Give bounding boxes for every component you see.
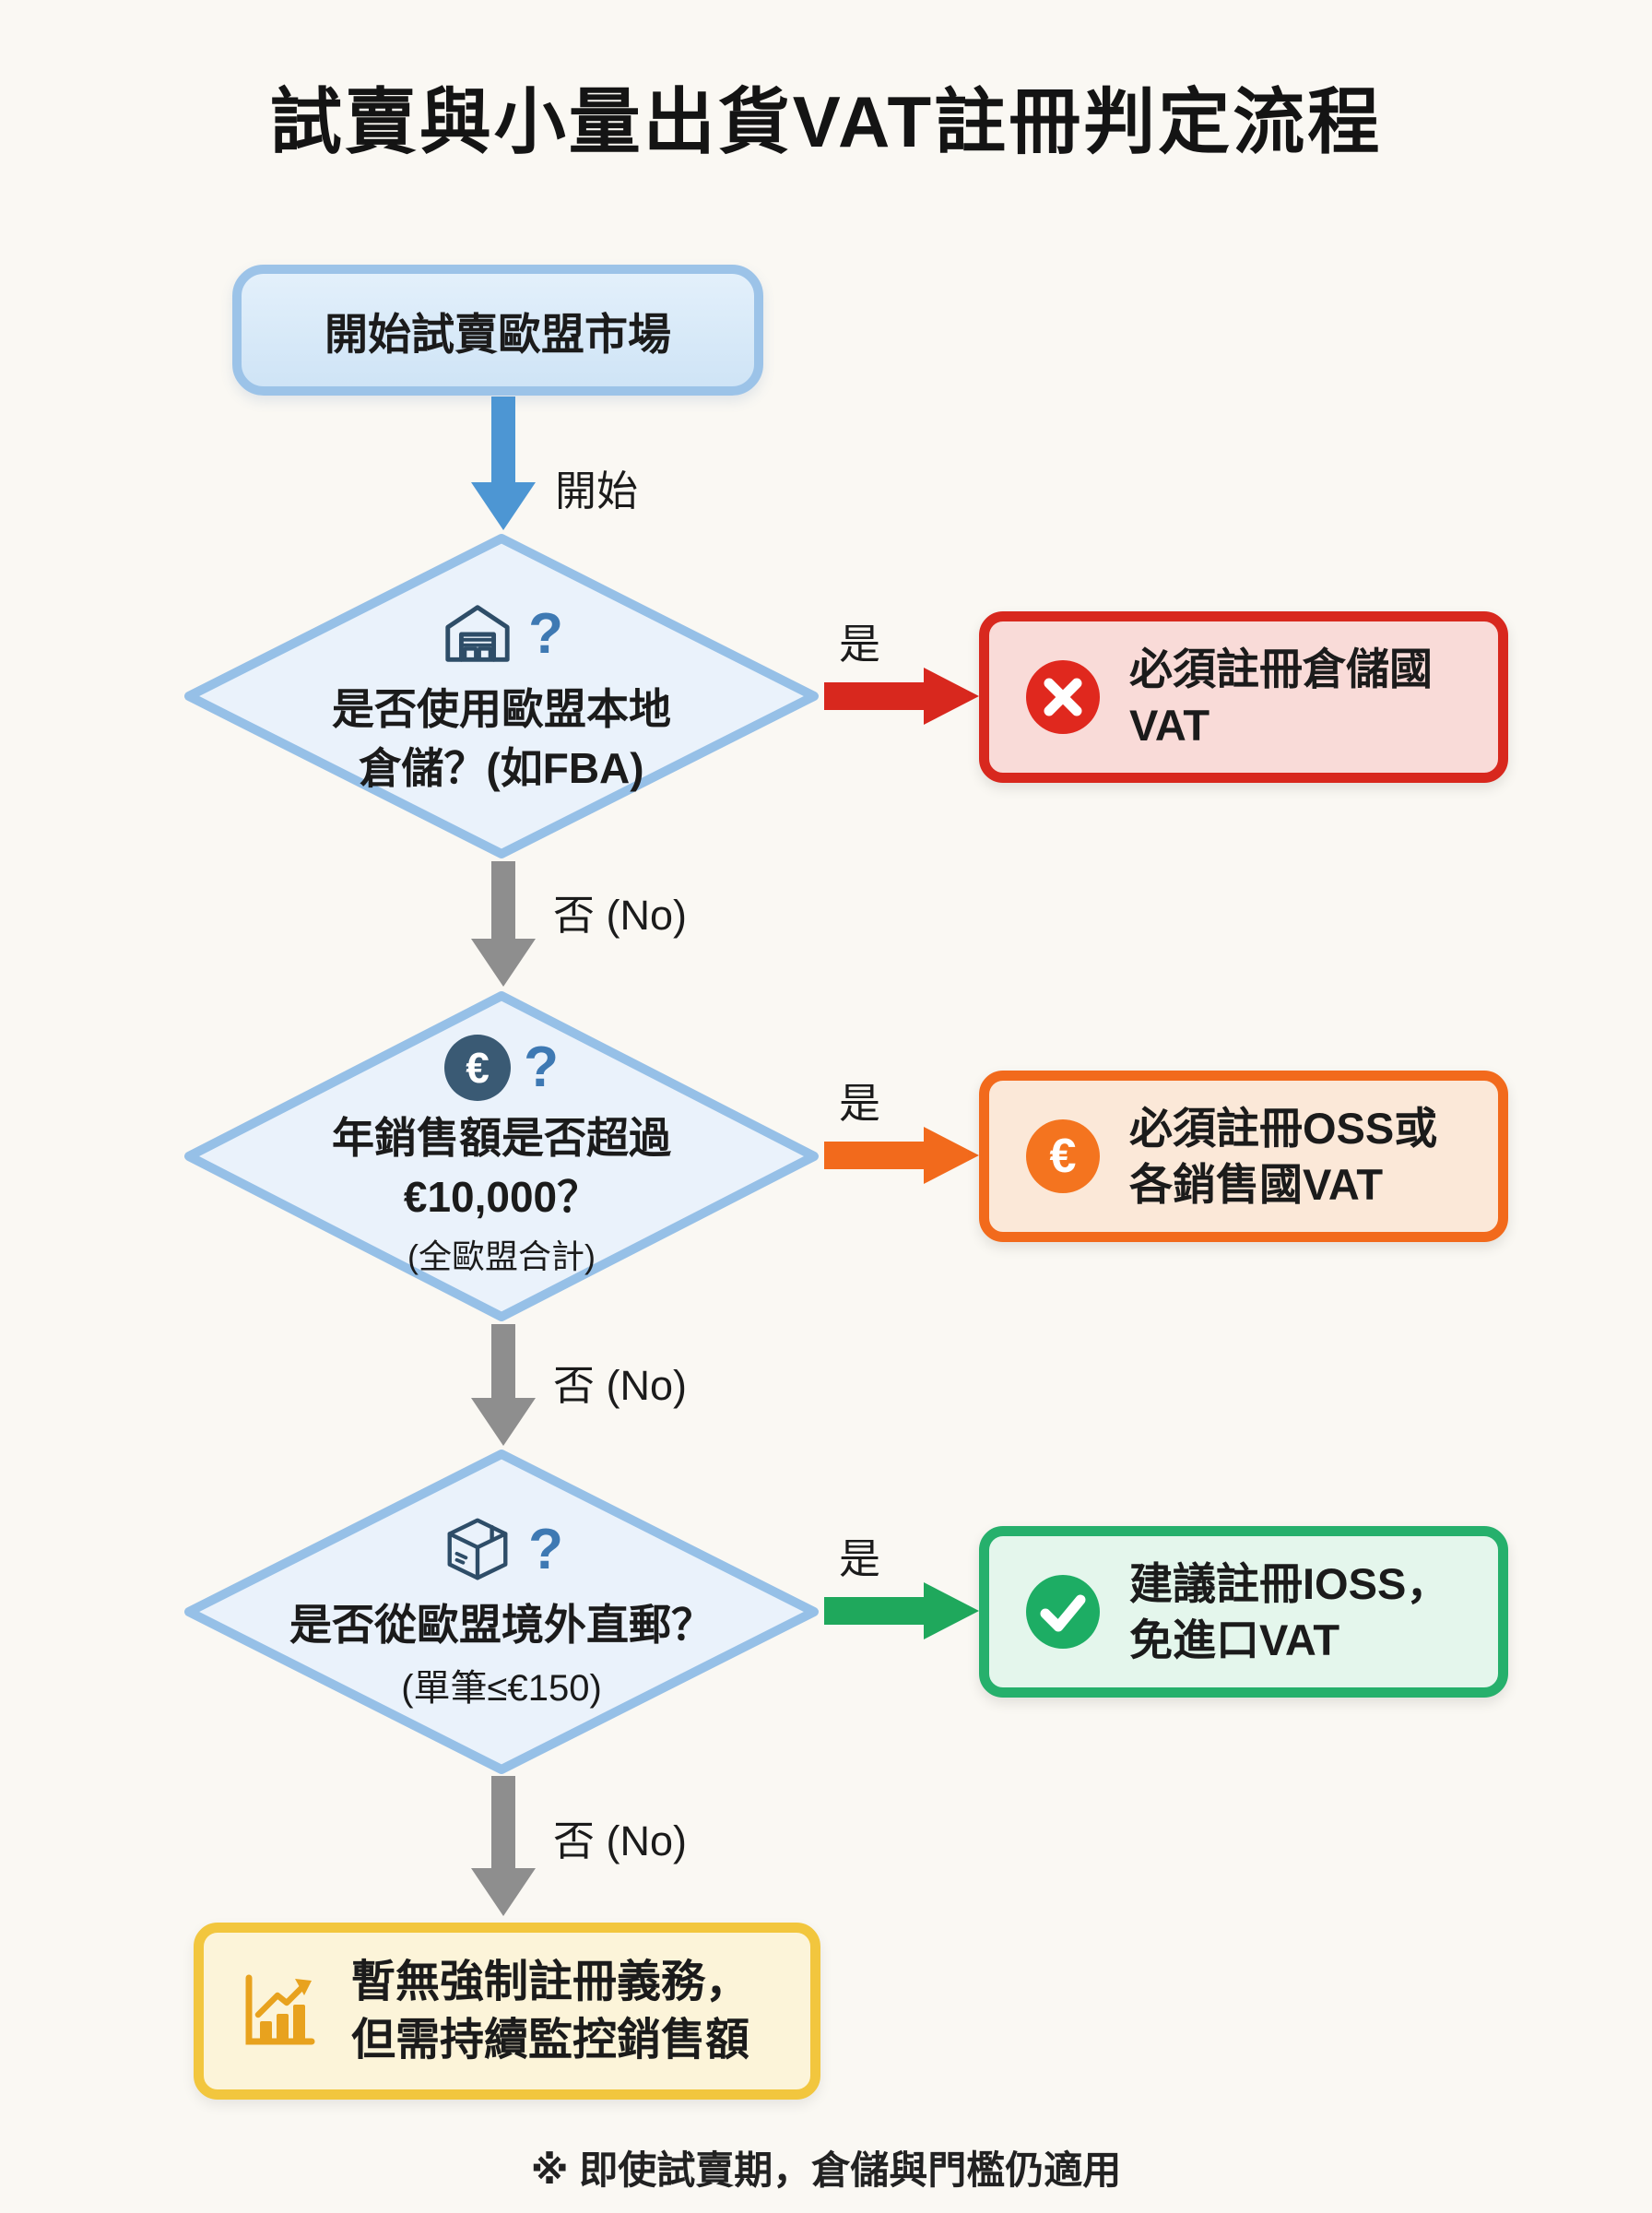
euro-circle-icon: € <box>1026 1119 1100 1193</box>
final-text: 暫無強制註冊義務， 但需持續監控銷售額 <box>351 1953 749 2070</box>
arrow-right-yes-1 <box>824 668 979 725</box>
yes-label-3: 是 <box>839 1535 881 1582</box>
arrow-down-no-3 <box>471 1776 536 1916</box>
arrow-down-no-2 <box>471 1324 536 1446</box>
result1-line2: VAT <box>1129 701 1210 750</box>
decision-sales-threshold: € ? 年銷售額是否超過 €10,000？ (全歐盟合計) <box>183 989 820 1323</box>
decision-warehouse: ? 是否使用歐盟本地 倉儲？(如FBA) <box>183 532 820 860</box>
result3-line2: 免進口VAT <box>1129 1615 1340 1664</box>
diamond-shape <box>184 991 819 1321</box>
result-ioss: 建議註冊IOSS， 免進口VAT <box>979 1526 1508 1698</box>
result-oss-vat: € 必須註冊OSS或 各銷售國VAT <box>979 1071 1508 1242</box>
decision3-line2: (單筆≤€150) <box>401 1667 602 1709</box>
arrow-label-start: 開始 <box>555 467 639 515</box>
page-title: 試賣與小量出貨VAT註冊判定流程 <box>269 81 1383 162</box>
check-circle-icon <box>1026 1575 1100 1649</box>
final-line1: 暫無強制註冊義務， <box>351 1957 750 2006</box>
result2-line2: 各銷售國VAT <box>1129 1160 1384 1209</box>
final-line2: 但需持續監控銷售額 <box>351 2016 750 2065</box>
diamond-shape <box>184 534 819 858</box>
footnote: ※ 即使試賣期，倉儲與門檻仍適用 <box>530 2148 1122 2192</box>
decision3-line1: 是否從歐盟境外直郵？ <box>289 1601 714 1650</box>
warehouse-icon <box>445 605 510 662</box>
result1-text: 必須註冊倉儲國 VAT <box>1129 641 1433 753</box>
result3-line1: 建議註冊IOSS， <box>1129 1558 1450 1608</box>
decision-direct-mail: ? 是否從歐盟境外直郵？ (單筆≤€150) <box>183 1448 820 1776</box>
decision1-line1: 是否使用歐盟本地 <box>332 685 671 734</box>
question-mark-icon: ? <box>528 1518 563 1582</box>
result3-text: 建議註冊IOSS， 免進口VAT <box>1129 1556 1449 1668</box>
yes-label-1: 是 <box>839 621 881 668</box>
x-circle-icon <box>1026 660 1100 734</box>
arrow-down-no-1 <box>471 861 536 987</box>
result1-line1: 必須註冊倉儲國 <box>1129 644 1433 693</box>
arrow-down-start <box>471 396 536 530</box>
decision2-line1: 年銷售額是否超過 <box>332 1114 671 1163</box>
final-node-monitor-sales: 暫無強制註冊義務， 但需持續監控銷售額 <box>194 1923 820 2100</box>
result2-text: 必須註冊OSS或 各銷售國VAT <box>1129 1100 1437 1213</box>
arrow-right-yes-3 <box>824 1582 979 1639</box>
decision2-line3: (全歐盟合計) <box>407 1237 596 1275</box>
no-label-3: 否 (No) <box>553 1817 687 1864</box>
euro-glyph: € <box>1049 1130 1077 1183</box>
arrow-right-yes-2 <box>824 1127 979 1184</box>
euro-circle-icon: € <box>444 1035 512 1102</box>
package-icon <box>447 1518 508 1580</box>
sales-chart-icon <box>245 1974 315 2045</box>
diamond-shape <box>184 1450 819 1774</box>
decision1-line2: 倉儲？(如FBA) <box>359 744 644 792</box>
result2-line1: 必須註冊OSS或 <box>1129 1103 1438 1153</box>
no-label-1: 否 (No) <box>553 892 687 939</box>
result-warehouse-vat: 必須註冊倉儲國 VAT <box>979 611 1508 783</box>
decision2-line2: €10,000？ <box>403 1173 600 1221</box>
no-label-2: 否 (No) <box>553 1362 687 1409</box>
question-mark-icon: ? <box>524 1035 559 1100</box>
euro-glyph: € <box>466 1044 490 1093</box>
question-mark-icon: ? <box>528 602 563 667</box>
start-node-label: 開始試賣歐盟市場 <box>324 309 671 359</box>
start-node: 開始試賣歐盟市場 <box>232 265 763 396</box>
yes-label-2: 是 <box>839 1080 881 1127</box>
